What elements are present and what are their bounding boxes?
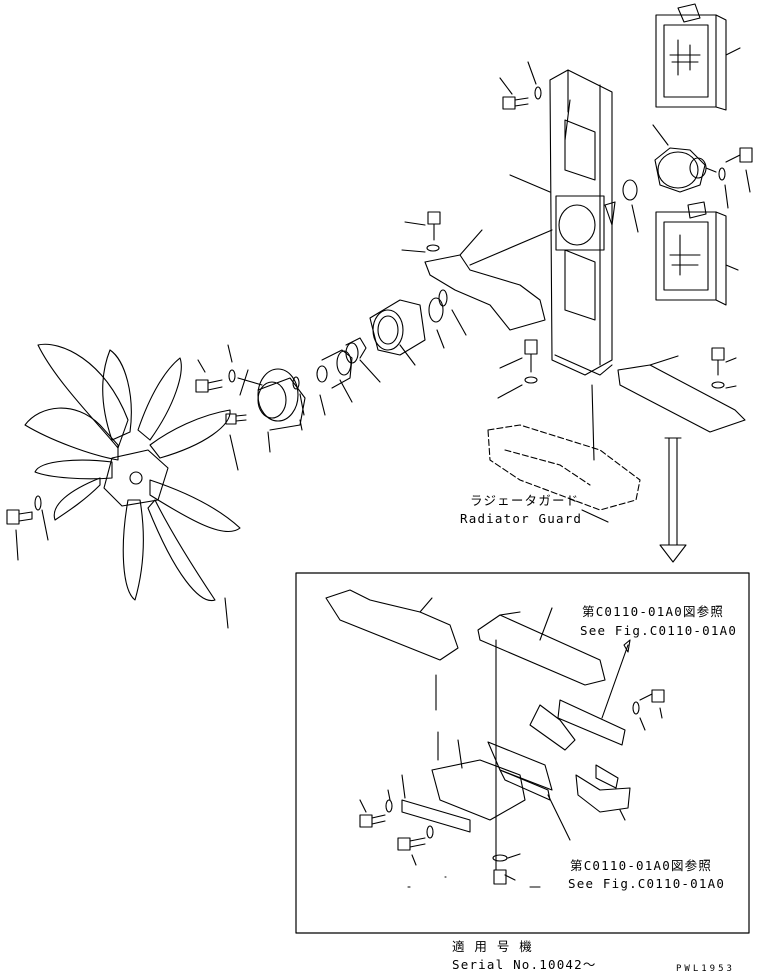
bearing-housing xyxy=(369,299,426,366)
detail-channel-plate xyxy=(487,741,571,841)
see-fig-label-en-2: See Fig.C0110-01A0 xyxy=(568,876,726,891)
leader-line xyxy=(237,377,263,386)
detail-left-strap xyxy=(401,774,471,833)
detail-small-guard xyxy=(575,764,631,821)
pump-bolt xyxy=(718,147,753,209)
serial-label-en: Serial No.10042～ xyxy=(452,957,597,972)
guard-washer-top xyxy=(527,61,542,100)
grease-nipple xyxy=(225,413,247,471)
detail-bolt-bottom xyxy=(492,853,521,885)
snap-ring xyxy=(292,376,305,416)
undercover-outline xyxy=(487,384,641,511)
lower-bracket-plate xyxy=(424,229,546,331)
cooler-lower xyxy=(655,201,739,306)
radiator-guard-label-jp: ラジェータガード xyxy=(470,493,580,508)
seal-ring xyxy=(428,297,445,349)
shaft xyxy=(321,349,353,403)
fan-pulley xyxy=(257,368,306,453)
angle-plate xyxy=(617,355,746,433)
see-fig-label-en-1: See Fig.C0110-01A0 xyxy=(580,623,738,638)
pulley-bolt xyxy=(195,359,223,393)
spacer xyxy=(345,337,381,383)
drawing-code: PWL1953 xyxy=(676,964,735,973)
fan-washer xyxy=(34,495,49,541)
side-plate xyxy=(604,201,616,226)
bracket-bolt xyxy=(401,211,441,253)
water-pump xyxy=(652,124,717,193)
fan-assembly xyxy=(24,343,241,629)
see-fig-label-jp-1: 第C0110-01A0図参照 xyxy=(582,604,725,619)
leader-line xyxy=(239,369,249,396)
bearing xyxy=(316,365,328,416)
detail-long-angle xyxy=(477,607,606,871)
serial-label-jp: 適 用 号 機 xyxy=(452,939,533,954)
detail-bolt-left-upper xyxy=(359,789,393,828)
guard-bolt-lower xyxy=(497,339,538,399)
detail-bolt-right xyxy=(632,689,665,731)
cooler-upper xyxy=(655,3,741,111)
radiator-guard-label-en: Radiator Guard xyxy=(460,511,583,526)
detail-upper-plate xyxy=(325,589,459,711)
see-fig-label-jp-2: 第C0110-01A0図参照 xyxy=(570,858,713,873)
o-ring xyxy=(438,289,467,336)
detail-bracket-right xyxy=(529,639,631,751)
angle-plate-bolt xyxy=(711,347,737,389)
arrow-down xyxy=(659,437,687,563)
detail-center-bracket xyxy=(431,731,526,821)
pump-gasket xyxy=(622,179,639,233)
leader-line xyxy=(581,509,609,523)
pulley-washer xyxy=(227,344,236,383)
detail-box xyxy=(295,572,750,934)
detail-bolt-left-lower xyxy=(397,825,434,866)
guard-bolt-top xyxy=(499,77,529,110)
radiator-guard-frame xyxy=(469,69,613,376)
fan-bolt xyxy=(6,509,33,561)
